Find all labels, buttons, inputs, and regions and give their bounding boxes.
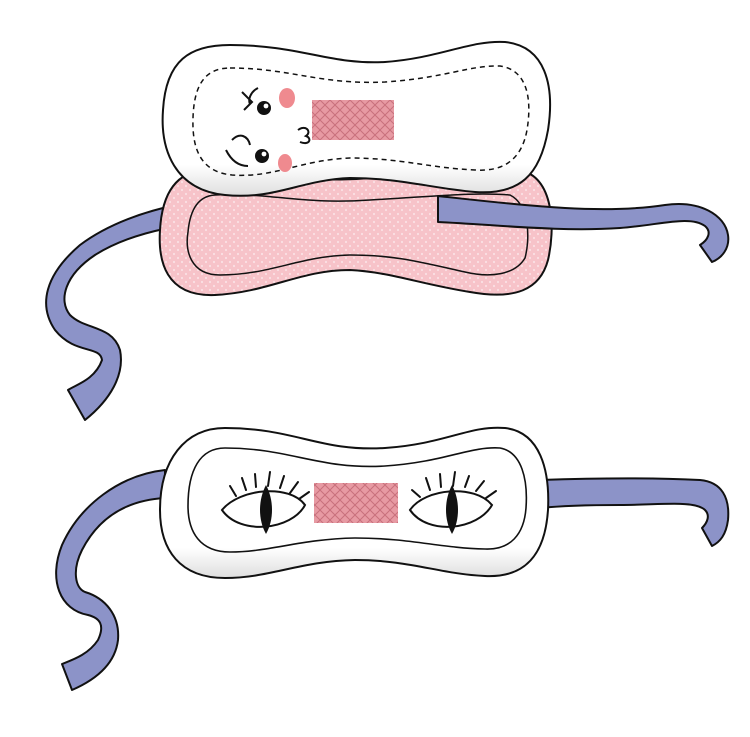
- top-dashed-stitch: [192, 65, 530, 177]
- bottom-left-strap-icon: [55, 469, 166, 691]
- top-right-strap-icon: [437, 195, 730, 263]
- bottom-center-patch-icon: [314, 483, 398, 523]
- top-left-strap-icon: [45, 195, 246, 421]
- bottom-mask: [55, 426, 730, 691]
- cat-eye-icon: [220, 471, 310, 534]
- top-center-patch-icon: [312, 100, 394, 140]
- blush-icon: [278, 154, 292, 172]
- cat-eye-icon: [408, 471, 497, 534]
- bottom-right-strap-icon: [539, 477, 730, 547]
- top-mask: [45, 40, 730, 421]
- cute-face-icon: [225, 87, 311, 172]
- bottom-inner-contour: [187, 447, 528, 553]
- blush-icon: [279, 88, 295, 108]
